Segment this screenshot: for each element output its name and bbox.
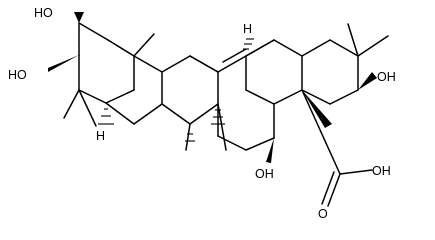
bond bbox=[78, 89, 107, 104]
bond bbox=[301, 89, 341, 175]
bond bbox=[133, 33, 155, 57]
wedge-bond bbox=[74, 12, 84, 23]
molecular-structure-diagram: HO HO H H OH OH O OH bbox=[8, 6, 396, 220]
bond bbox=[327, 173, 341, 207]
bond bbox=[105, 89, 135, 104]
bonds bbox=[63, 22, 389, 207]
bond bbox=[217, 135, 247, 151]
bond bbox=[105, 102, 135, 125]
bond bbox=[245, 39, 275, 57]
atom-label-oh: OH bbox=[377, 70, 396, 84]
bond bbox=[217, 103, 227, 151]
bond bbox=[161, 103, 191, 125]
atom-label-oh: HO bbox=[8, 68, 27, 82]
bond bbox=[161, 55, 191, 73]
atom-label-h: H bbox=[243, 22, 252, 36]
bond bbox=[63, 89, 80, 119]
bond bbox=[78, 22, 109, 41]
bond bbox=[329, 89, 359, 105]
bond bbox=[185, 123, 191, 151]
bond bbox=[245, 89, 275, 105]
wedge-bond bbox=[48, 55, 79, 72]
atom-label-oh: OH bbox=[255, 167, 274, 181]
bond bbox=[107, 39, 135, 57]
wedge-bond bbox=[358, 72, 377, 90]
double-bond-line bbox=[222, 48, 247, 63]
bond bbox=[329, 39, 359, 57]
hashed-bond bbox=[243, 38, 254, 50]
wedge-bond bbox=[266, 138, 274, 163]
bond bbox=[245, 137, 275, 151]
bond bbox=[133, 55, 163, 73]
hashed-bond bbox=[98, 108, 114, 125]
atom-label-oh: HO bbox=[34, 6, 53, 20]
bond bbox=[217, 55, 247, 73]
bond bbox=[273, 89, 303, 105]
bond bbox=[273, 39, 303, 57]
bond bbox=[357, 35, 389, 57]
hashed-bond bbox=[211, 109, 225, 125]
atom-label-o: O bbox=[318, 207, 328, 220]
bond bbox=[321, 171, 335, 205]
bond bbox=[78, 89, 97, 127]
bond bbox=[301, 89, 331, 105]
hashed-bond bbox=[185, 133, 195, 142]
atom-labels: HO HO H H OH OH O OH bbox=[8, 6, 396, 220]
bond bbox=[301, 39, 331, 57]
wedge-bond bbox=[302, 90, 332, 128]
bond bbox=[189, 103, 219, 125]
bond bbox=[339, 169, 373, 175]
bond bbox=[133, 103, 163, 125]
atom-label-oh: OH bbox=[372, 164, 391, 178]
bond bbox=[189, 55, 219, 73]
atom-label-h: H bbox=[96, 129, 105, 143]
bond bbox=[347, 23, 359, 57]
